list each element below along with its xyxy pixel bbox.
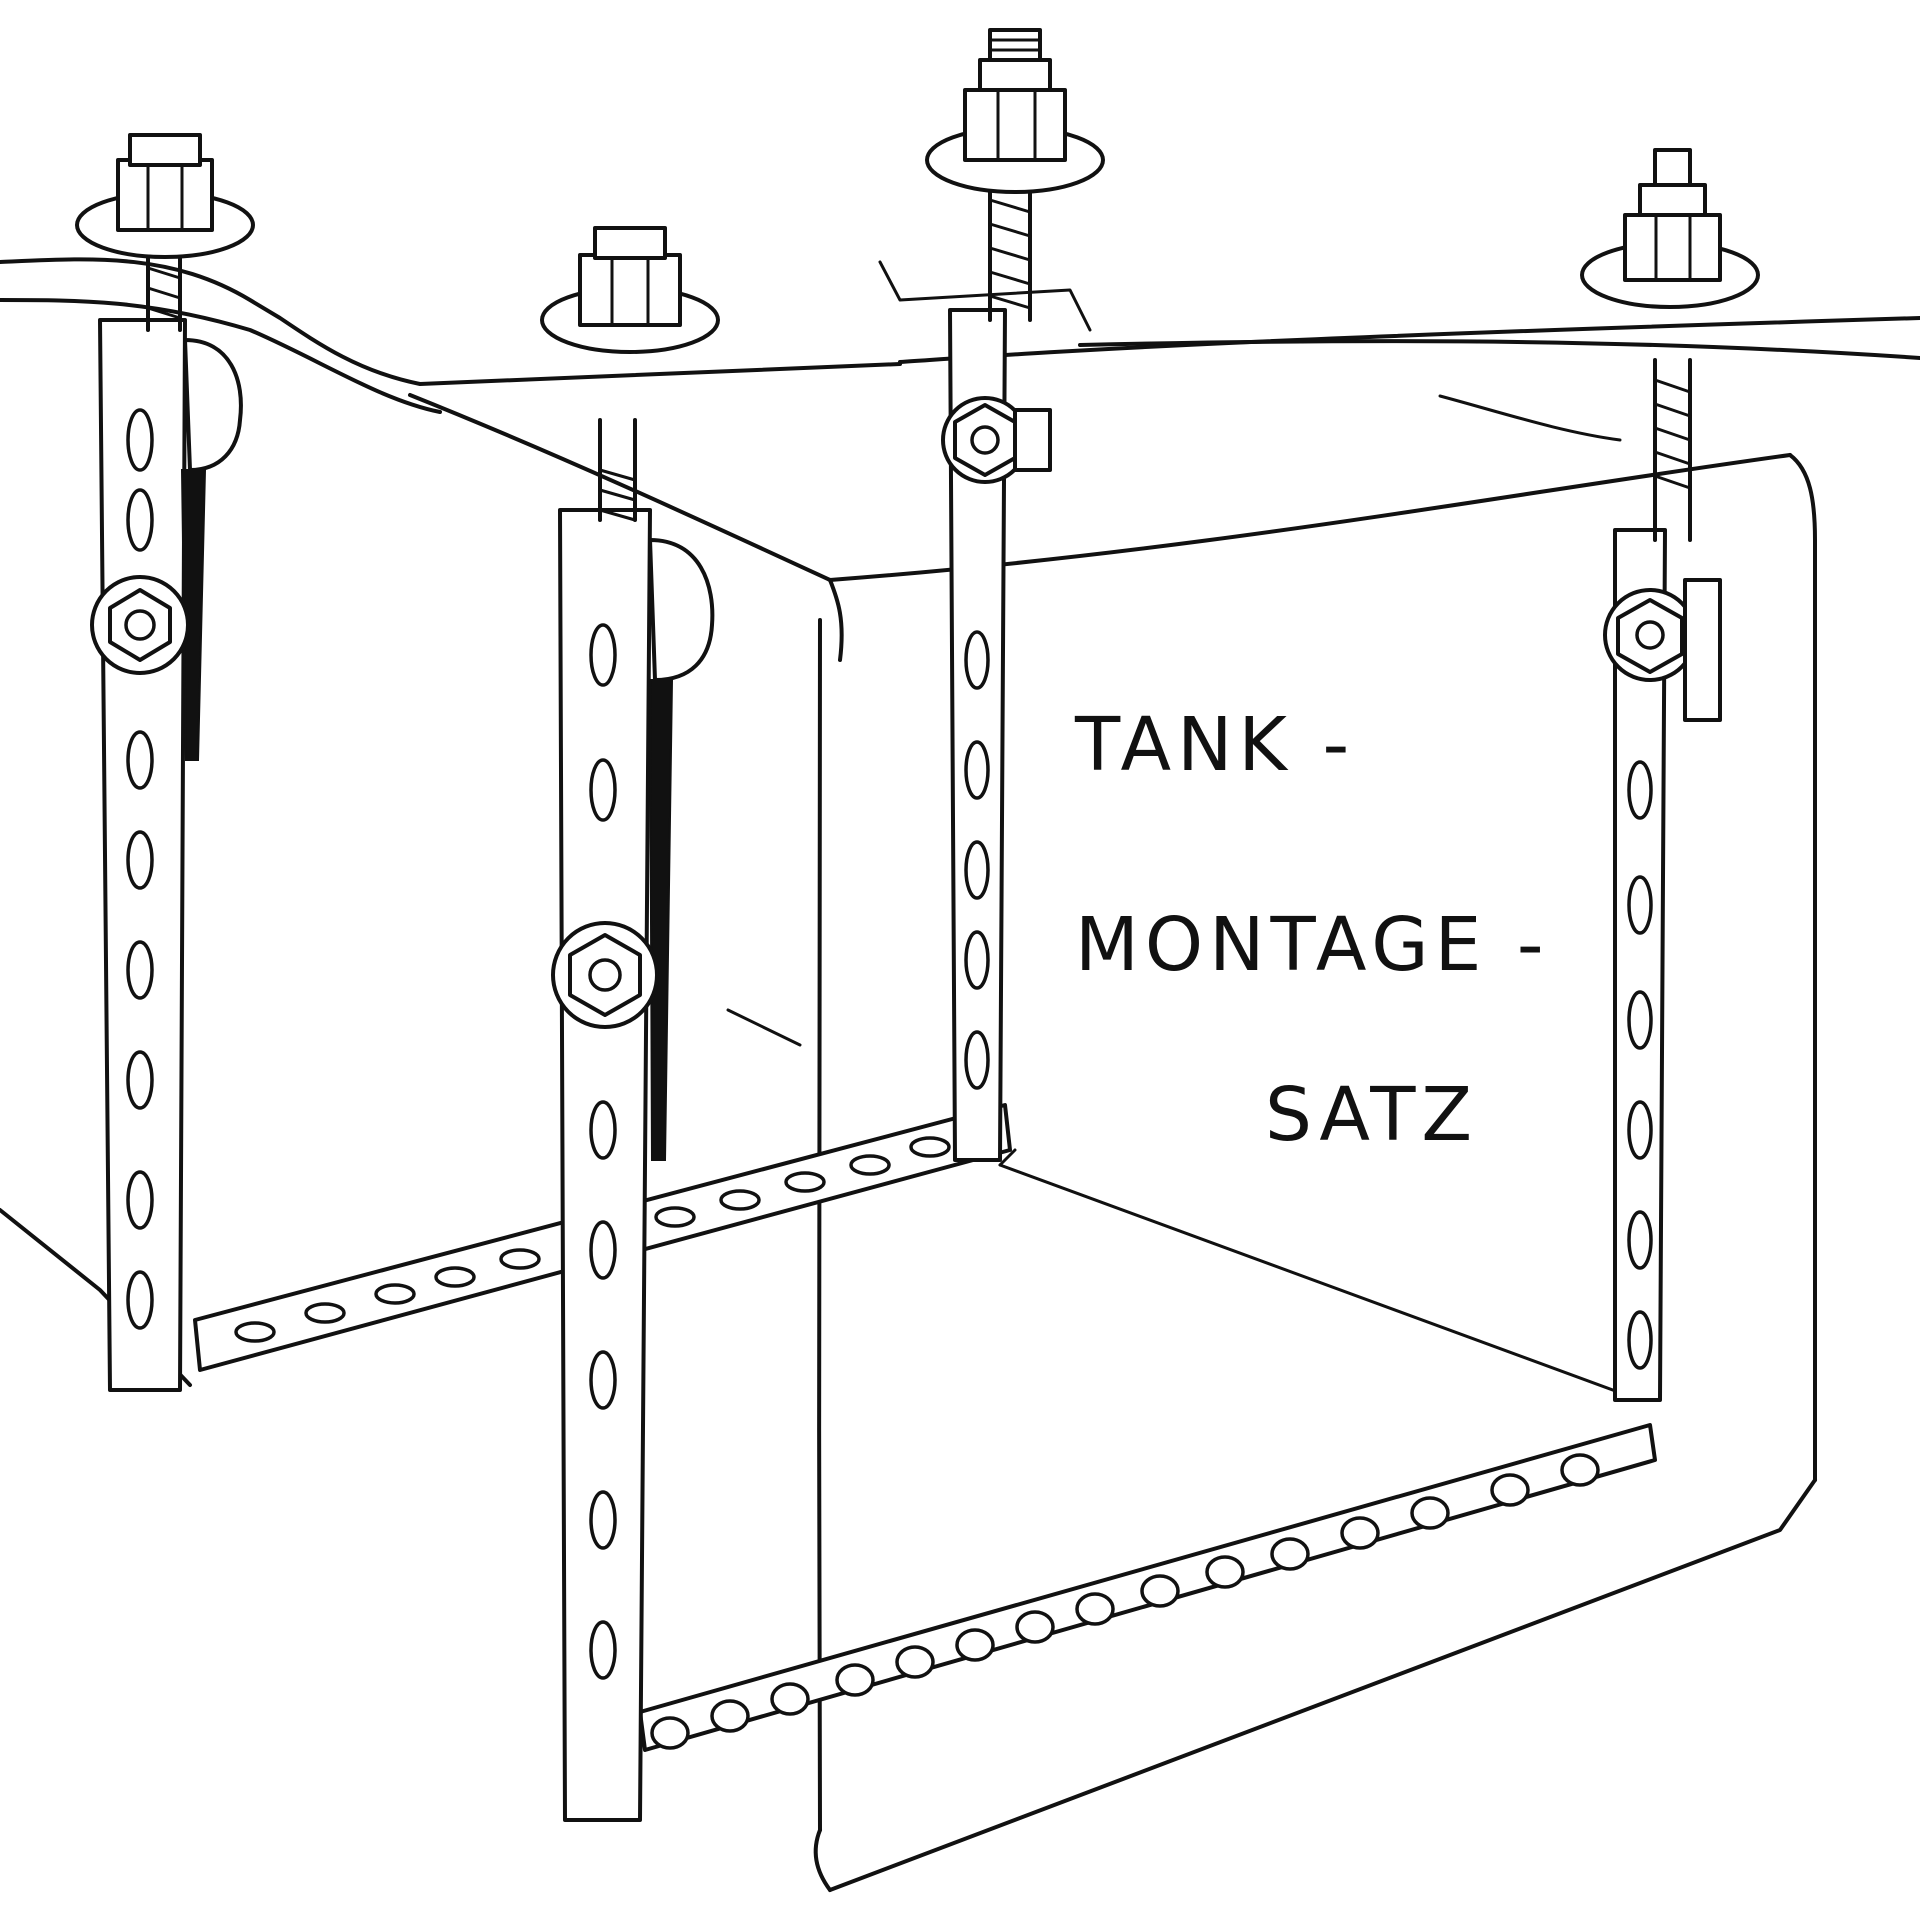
bolt-left: [75, 133, 255, 332]
front-bottom-strap: [638, 1423, 1657, 1752]
bolt-right: [1580, 148, 1760, 542]
hanger-right: [1603, 528, 1722, 1402]
hanger-center: [941, 308, 1052, 1162]
bolt-center: [925, 28, 1105, 322]
hanger-front-left: [551, 508, 715, 1822]
hanger-left: [90, 318, 243, 1392]
kit-label: TANK - MONTAGE - SATZ: [1074, 702, 1550, 1158]
label-line-2: MONTAGE -: [1075, 902, 1550, 988]
label-line-1: TANK -: [1074, 702, 1355, 788]
bolt-front-left: [540, 226, 720, 522]
label-line-3: SATZ: [1265, 1072, 1478, 1158]
